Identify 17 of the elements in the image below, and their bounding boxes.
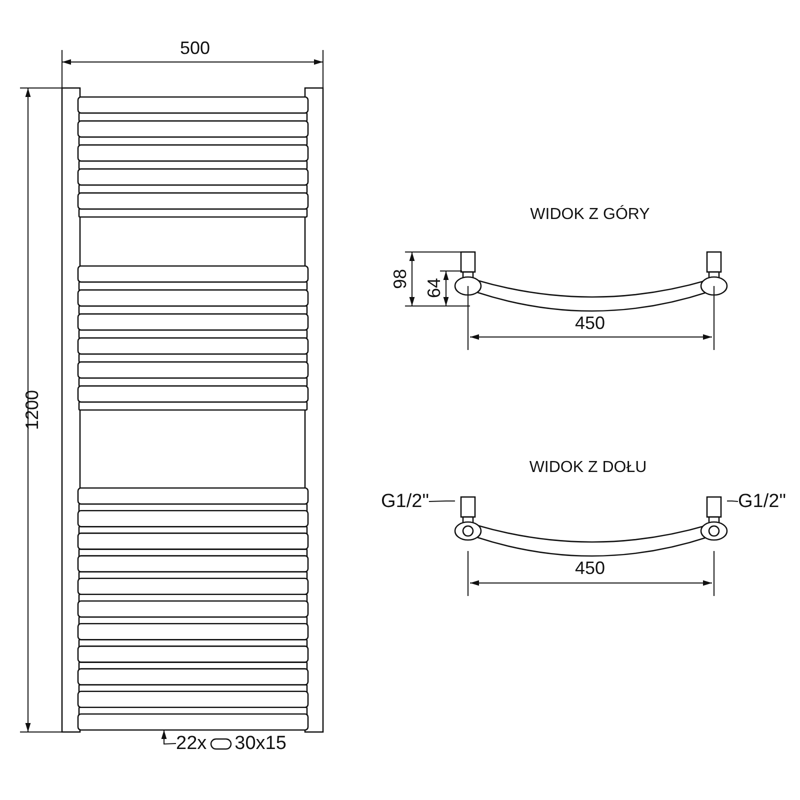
- radiator-bar: [77, 713, 309, 731]
- callout-text: 30x15: [234, 734, 286, 753]
- leader-line: [428, 500, 456, 502]
- pipe-fitting: [454, 496, 482, 541]
- pipe-fitting: [700, 496, 728, 541]
- leader-line: [726, 500, 738, 502]
- view-title: WIDOK Z GÓRY: [530, 207, 650, 223]
- dimension-text: 64: [425, 278, 443, 298]
- thread-size-text: G1/2": [738, 492, 786, 511]
- dimension-text: 450: [574, 314, 606, 332]
- dimension-text: 98: [391, 268, 409, 290]
- view-title: WIDOK Z DOŁU: [529, 460, 647, 476]
- leader-line: [161, 730, 176, 745]
- callout-text: 22x: [176, 734, 207, 753]
- dimension-text: 450: [574, 559, 606, 577]
- thread-size-text: G1/2": [381, 492, 429, 511]
- dimension-text: 500: [180, 39, 210, 57]
